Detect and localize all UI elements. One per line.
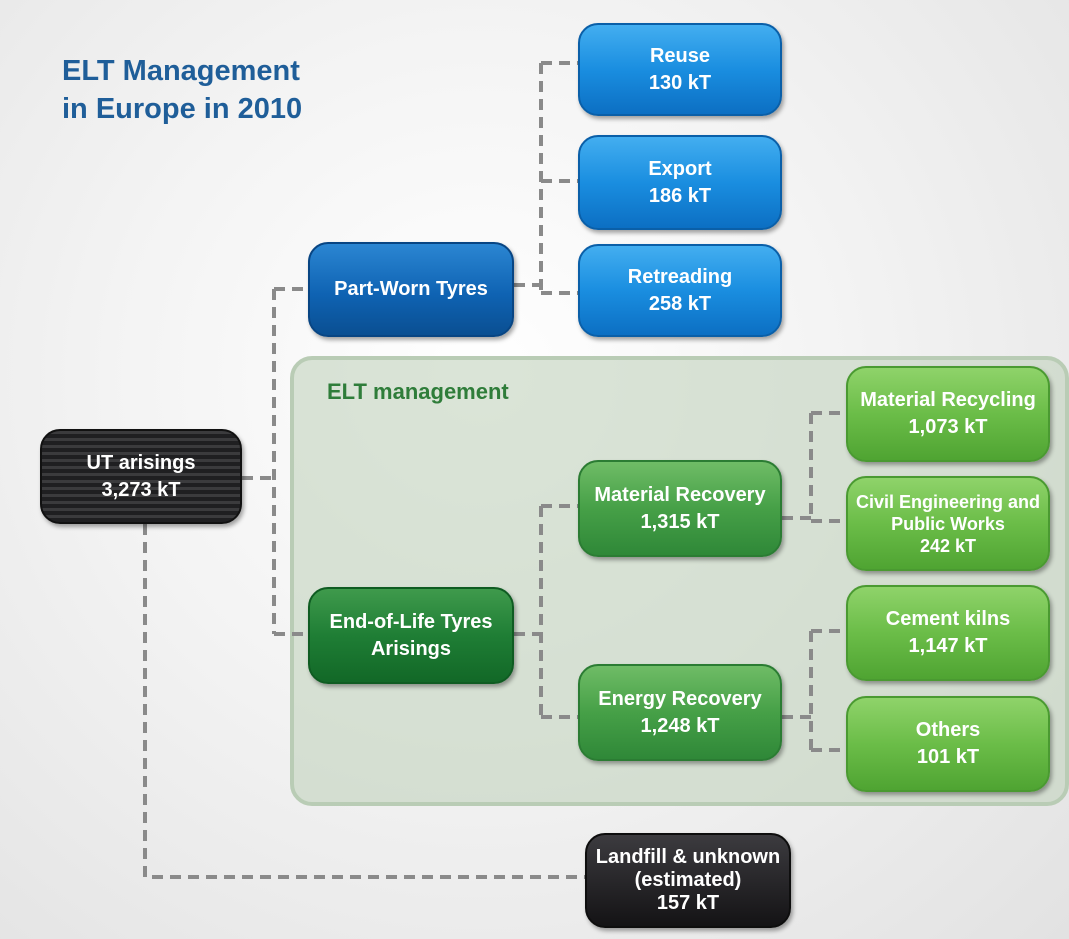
node-retreading: Retreading 258 kT xyxy=(578,244,782,337)
connector-material-to-uses xyxy=(782,411,846,523)
node-material-recycling: Material Recycling 1,073 kT xyxy=(846,366,1050,462)
node-civil-engineering-label-1: Civil Engineering and xyxy=(855,491,1041,512)
node-others: Others 101 kT xyxy=(846,696,1050,792)
node-others-label: Others xyxy=(915,719,981,741)
node-export-value: 186 kT xyxy=(648,184,712,207)
node-ut-arisings: UT arisings 3,273 kT xyxy=(40,429,242,524)
node-others-value: 101 kT xyxy=(916,746,980,768)
title-line-2: in Europe in 2010 xyxy=(62,93,303,125)
node-material-recycling-label: Material Recycling xyxy=(860,389,1036,411)
connector-ut-to-branches xyxy=(242,287,308,636)
title-line-1: ELT Management xyxy=(62,55,300,87)
node-landfill-value: 157 kT xyxy=(656,892,720,914)
node-civil-engineering-value: 242 kT xyxy=(919,535,977,556)
panel-label: ELT management xyxy=(327,379,509,404)
node-material-recovery-value: 1,315 kT xyxy=(640,510,720,533)
node-elt-label-1: End-of-Life Tyres xyxy=(329,610,493,633)
connector-energy-to-uses xyxy=(782,629,846,752)
node-retreading-label: Retreading xyxy=(627,265,733,288)
node-landfill-label-2: (estimated) xyxy=(634,869,742,891)
node-part-worn-tyres-label: Part-Worn Tyres xyxy=(334,278,488,300)
node-part-worn-tyres: Part-Worn Tyres xyxy=(308,242,514,337)
node-material-recovery-label: Material Recovery xyxy=(594,483,766,506)
node-reuse: Reuse 130 kT xyxy=(578,23,782,116)
node-material-recycling-value: 1,073 kT xyxy=(908,416,988,438)
node-reuse-value: 130 kT xyxy=(648,71,712,94)
node-energy-recovery-label: Energy Recovery xyxy=(598,687,762,710)
node-export: Export 186 kT xyxy=(578,135,782,230)
node-retreading-value: 258 kT xyxy=(648,292,712,315)
node-landfill-label-1: Landfill & unknown xyxy=(595,846,781,868)
node-cement-kilns-value: 1,147 kT xyxy=(908,635,988,657)
node-end-of-life-tyres-arisings: End-of-Life Tyres Arisings xyxy=(308,587,514,684)
node-ut-arisings-value: 3,273 kT xyxy=(101,478,181,501)
connector-partworn-to-outcomes xyxy=(514,61,578,295)
node-energy-recovery-value: 1,248 kT xyxy=(640,714,720,737)
node-landfill-unknown: Landfill & unknown (estimated) 157 kT xyxy=(585,833,791,928)
connector-ut-to-landfill xyxy=(143,524,585,879)
node-export-label: Export xyxy=(648,157,712,180)
node-cement-kilns-label: Cement kilns xyxy=(885,608,1011,630)
node-material-recovery: Material Recovery 1,315 kT xyxy=(578,460,782,557)
node-ut-arisings-label: UT arisings xyxy=(86,451,196,474)
node-cement-kilns: Cement kilns 1,147 kT xyxy=(846,585,1050,681)
node-elt-label-2: Arisings xyxy=(370,637,452,660)
node-energy-recovery: Energy Recovery 1,248 kT xyxy=(578,664,782,761)
connector-elt-to-recovery xyxy=(514,504,578,719)
node-civil-engineering: Civil Engineering and Public Works 242 k… xyxy=(846,476,1050,571)
diagram-title: ELT Management in Europe in 2010 xyxy=(62,52,302,128)
node-reuse-label: Reuse xyxy=(649,44,711,67)
node-civil-engineering-label-2: Public Works xyxy=(891,513,1005,534)
